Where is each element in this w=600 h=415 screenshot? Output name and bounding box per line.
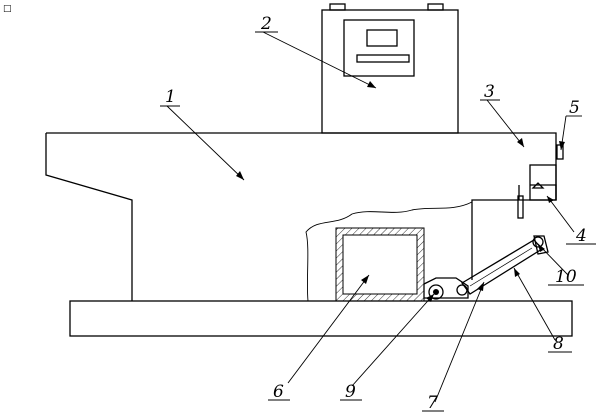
top-box-tab-right (427, 3, 444, 11)
arm-end-pin-10 (532, 236, 544, 248)
label-4: 4 (575, 226, 587, 246)
leader-7 (434, 281, 485, 403)
label-underlines (160, 31, 596, 412)
top-box (321, 9, 459, 134)
label-2: 2 (260, 14, 272, 34)
label-8: 8 (553, 334, 564, 354)
leader-4 (546, 195, 575, 233)
leader-6 (287, 274, 370, 384)
base-plate (69, 300, 573, 337)
pivot-9-center (433, 289, 439, 295)
section-break-line (305, 201, 473, 302)
label-7: 7 (427, 393, 438, 413)
arrow-7 (477, 282, 484, 291)
indicator-4 (531, 182, 545, 189)
arrow-8 (514, 268, 520, 277)
arm-end-cap (533, 235, 549, 255)
label-1: 1 (165, 87, 176, 107)
leader-9 (351, 293, 435, 387)
arrow-4 (547, 196, 554, 203)
leader-2 (262, 31, 377, 89)
arrow-6 (361, 275, 369, 284)
display-slot (356, 54, 410, 63)
arrow-9 (426, 294, 434, 302)
display-panel (343, 19, 415, 77)
arrow-1 (236, 171, 244, 180)
link-plate (423, 277, 469, 299)
leader-lines (166, 31, 575, 403)
vertical-pin (517, 195, 524, 219)
label-5: 5 (569, 98, 580, 118)
label-9: 9 (345, 382, 356, 402)
leader-1 (166, 105, 245, 181)
pivot-9-outer (428, 284, 444, 300)
bracket-block (529, 164, 557, 201)
leader-8 (513, 267, 556, 341)
label-3: 3 (484, 82, 495, 102)
corner-mark: □ (3, 4, 12, 14)
arrow-5 (559, 141, 565, 150)
arrow-3 (517, 138, 524, 147)
arrow-2 (367, 81, 376, 88)
label-6: 6 (273, 382, 284, 402)
pivot-7 (456, 284, 468, 296)
display-screen (366, 29, 398, 47)
container-wall (335, 227, 425, 302)
top-box-tab-left (329, 3, 346, 11)
side-bracket (518, 184, 557, 200)
lever-arm-inner (469, 247, 533, 287)
arrow-10 (538, 244, 545, 252)
label-10: 10 (555, 267, 577, 287)
lever-arm-8 (461, 239, 543, 295)
main-body (45, 132, 557, 301)
leader-3 (486, 99, 525, 148)
